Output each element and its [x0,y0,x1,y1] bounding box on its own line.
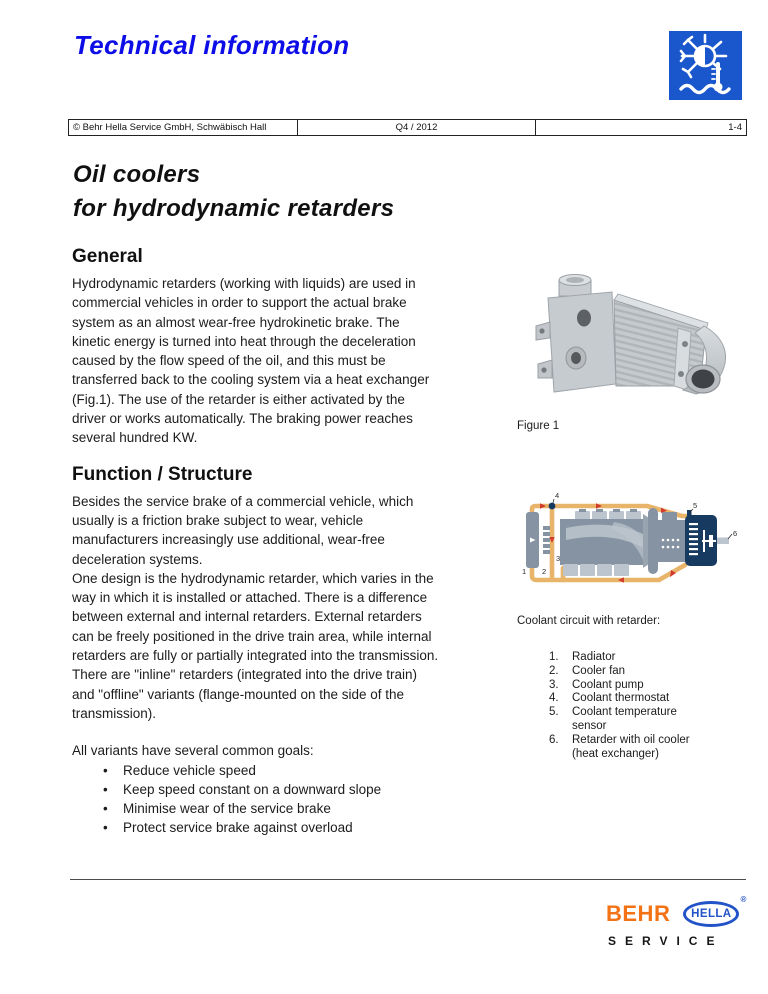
circuit-list-item: 3. Coolant pump [549,679,725,693]
figure1-caption: Figure 1 [517,420,560,432]
hella-oval: HELLA [683,901,740,927]
circuit-item-text: Coolant temperature sensor [572,706,677,732]
circuit-list-item: 2. Cooler fan [549,665,725,679]
issue-cell: Q4 / 2012 [298,120,536,135]
circuit-item-text: Coolant pump [572,678,644,691]
service-wordmark: SERVICE [608,934,724,948]
diagram-label-2: 2 [542,567,546,576]
goal-item: • Keep speed constant on a downward slop… [72,780,526,799]
circuit-item-text: Cooler fan [572,664,626,677]
circuit-item-number: 3. [549,678,559,691]
oil-cooler-photo [535,274,727,395]
circuit-item-number: 5. [549,706,559,719]
goals-intro: All variants have several common goals: [72,743,314,759]
bullet-icon: • [103,801,108,817]
diagram-label-5: 5 [693,501,697,510]
bullet-icon: • [103,781,108,797]
behr-hella-service-logo: BEHR HELLA ® SERVICE [606,895,746,948]
diagram-label-4: 4 [555,491,559,500]
circuit-item-number: 4. [549,692,559,705]
circuit-item-number: 6. [549,733,559,746]
function-paragraph: Besides the service brake of a commercia… [72,493,439,721]
document-title-line1: Oil coolers [73,161,201,188]
copyright-cell: © Behr Hella Service GmbH, Schwäbisch Ha… [69,120,298,135]
general-paragraph: Hydrodynamic retarders (working with liq… [72,276,430,446]
circuit-list-item: 6. Retarder with oil cooler (heat exchan… [549,734,725,762]
footer-divider [70,879,746,880]
circuit-item-number: 2. [549,664,559,677]
goal-item: • Protect service brake against overload [72,818,526,837]
brand-row: BEHR HELLA ® [606,895,746,927]
goal-text: Minimise wear of the service brake [123,801,331,817]
page-title: Technical information [74,30,350,60]
circuit-list-item: 5. Coolant temperature sensor [549,706,725,734]
section-heading-general: General [72,246,143,267]
circuit-item-text: Retarder with oil cooler (heat exchanger… [572,733,690,760]
circuit-list-item: 1. Radiator [549,651,725,665]
registered-trademark-icon: ® [740,895,747,904]
document-info-bar: © Behr Hella Service GmbH, Schwäbisch Ha… [68,119,747,136]
circuit-list-item: 4. Coolant thermostat [549,692,725,706]
coolant-circuit-diagram: 1 2 3 4 5 6 [522,491,737,583]
behr-wordmark: BEHR [606,901,671,926]
goal-text: Reduce vehicle speed [123,762,256,778]
behr-hella-climate-logo [669,31,742,100]
document-title-line2: for hydrodynamic retarders [73,195,395,222]
circuit-item-text: Coolant thermostat [572,692,670,705]
snowflake-sun-thermometer-icon [679,33,731,95]
coolant-circuit-list: 1. Radiator 2. Cooler fan 3. Coolant pum… [549,651,725,761]
goals-list: • Reduce vehicle speed • Keep speed cons… [72,761,526,838]
goal-item: • Minimise wear of the service brake [72,799,526,818]
diagram-label-6: 6 [733,529,737,538]
document-title: Oil coolers for hydrodynamic retarders [73,158,394,226]
bullet-icon: • [103,762,108,778]
diagram-label-3: 3 [556,554,560,563]
hella-wordmark: HELLA [691,908,732,920]
section-heading-function: Function / Structure [72,463,253,485]
circuit-item-number: 1. [549,651,559,663]
goal-text: Keep speed constant on a downward slope [123,781,382,797]
circuit-item-text: Radiator [572,651,616,663]
diagram-label-1: 1 [522,567,526,576]
page-number-cell: 1-4 [728,122,742,133]
goal-text: Protect service brake against overload [123,820,353,836]
hella-logo: HELLA ® [683,895,746,927]
goal-item: • Reduce vehicle speed [72,761,526,780]
main-text-column: General Hydrodynamic retarders (working … [72,246,526,838]
coolant-circuit-caption: Coolant circuit with retarder: [517,615,661,627]
bullet-icon: • [103,820,108,836]
